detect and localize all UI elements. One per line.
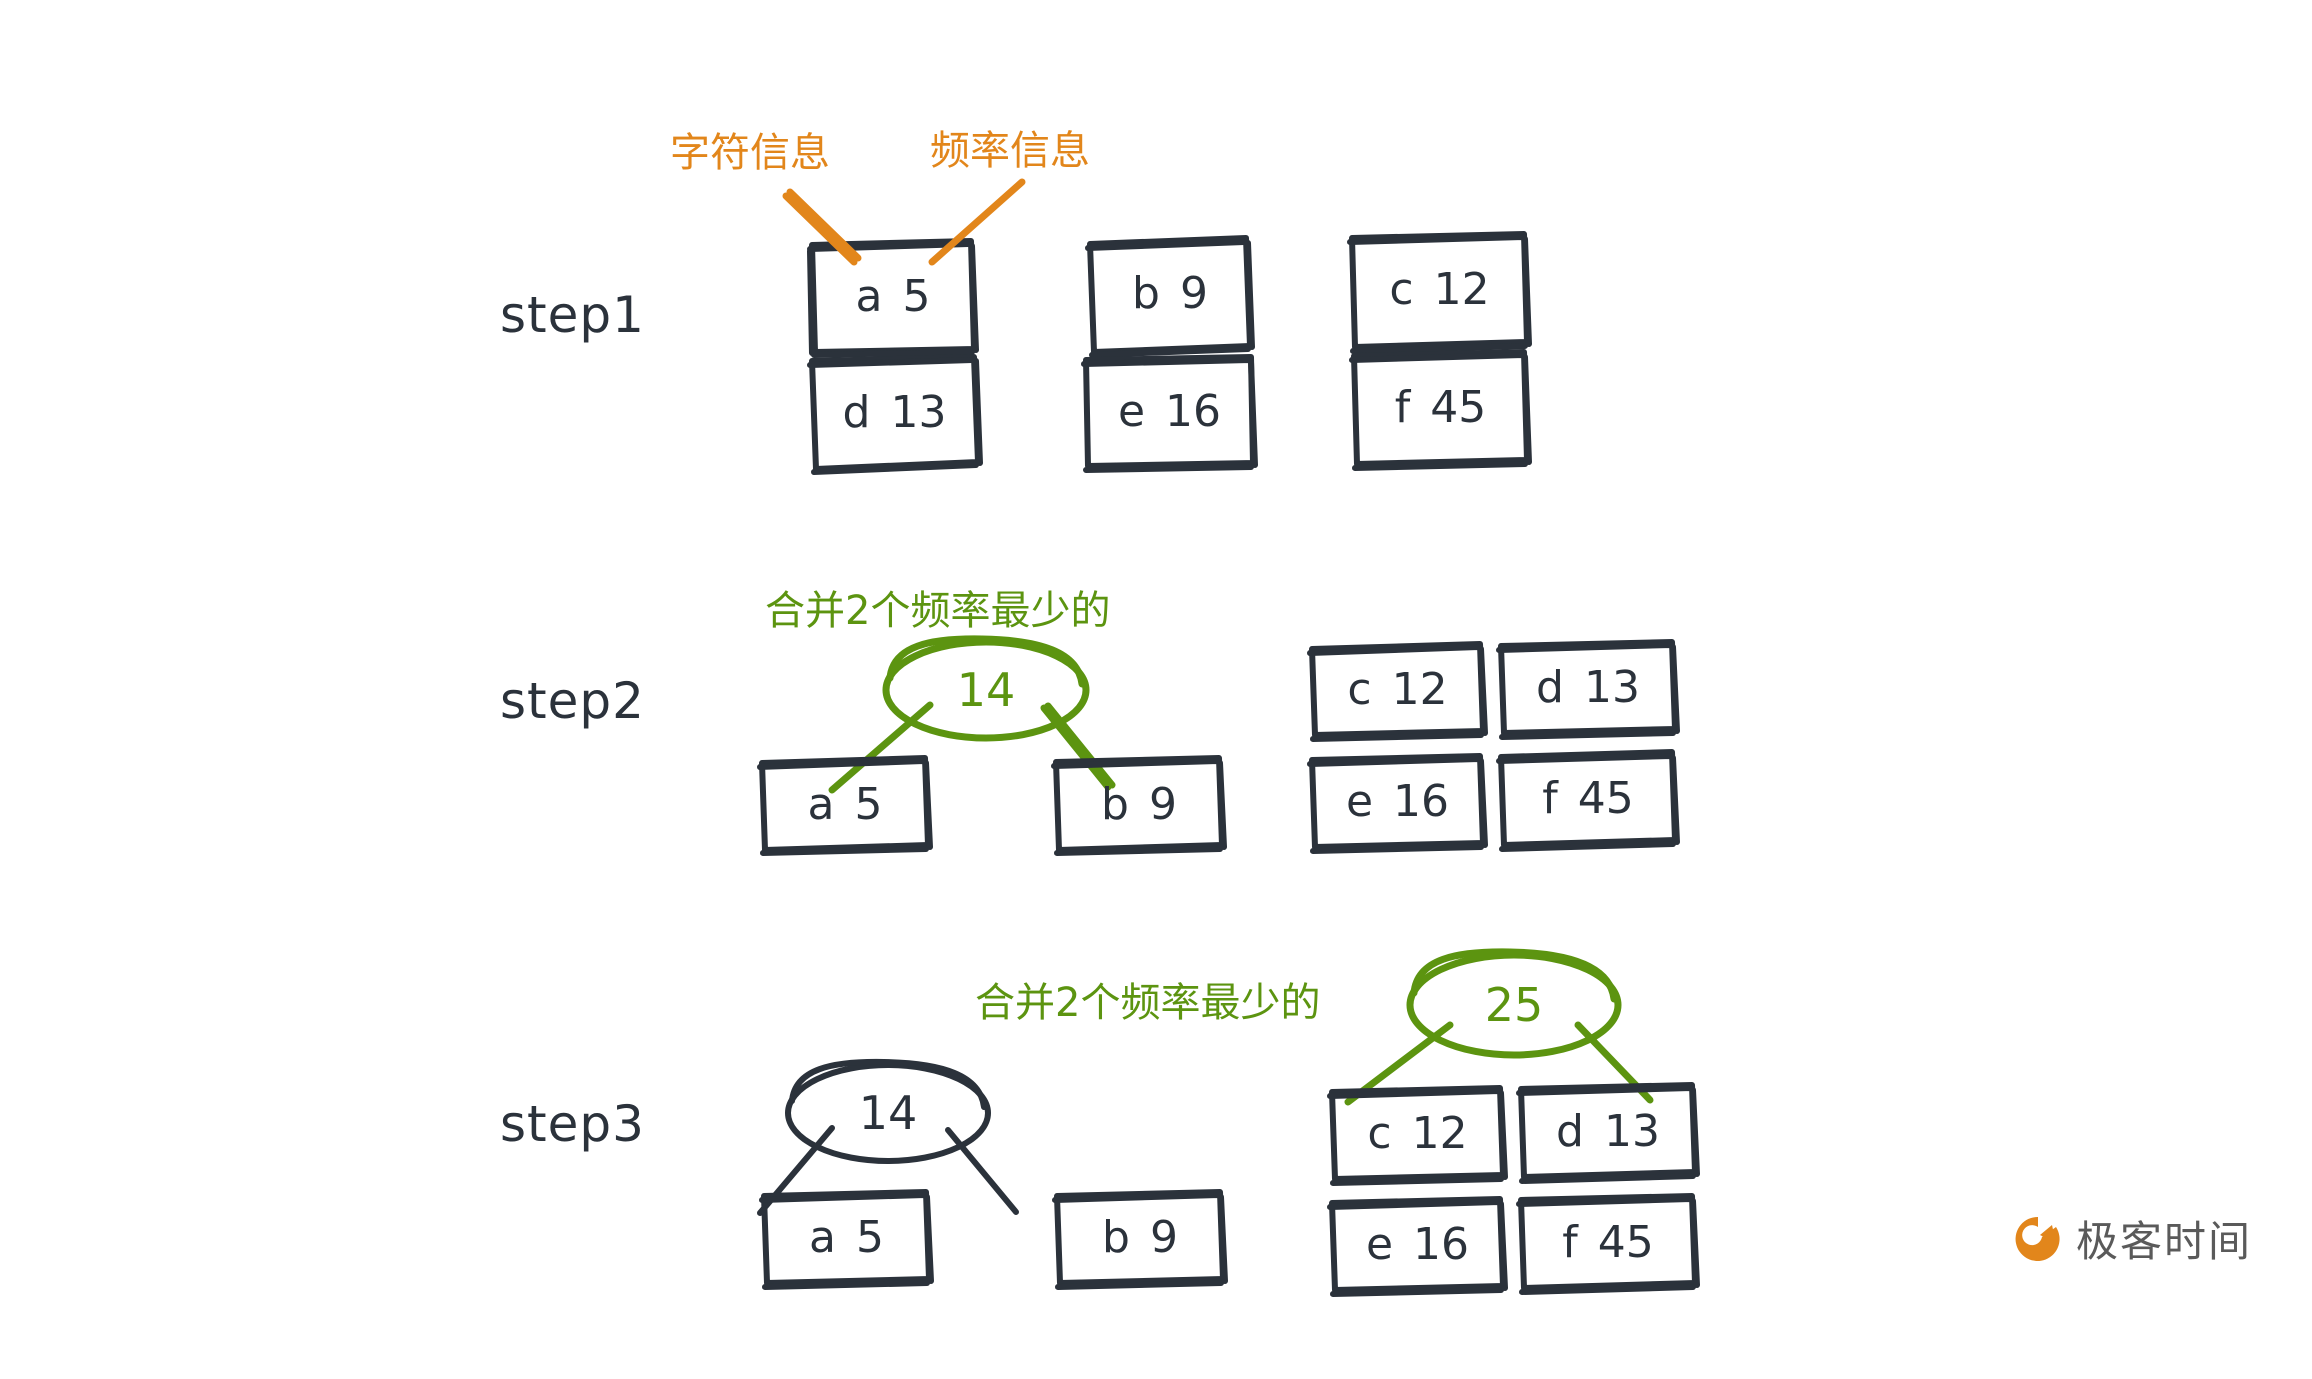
leaf-box-c-step2: c 12 (1312, 644, 1483, 735)
leaf-box-e-step3: e 16 (1332, 1199, 1503, 1290)
leaf-symbol: d (842, 387, 871, 438)
leaf-box-e-step2: e 16 (1312, 756, 1483, 847)
leaf-frequency: 13 (1603, 1105, 1660, 1157)
leaf-symbol: a (855, 271, 883, 322)
geektime-mark-icon (2012, 1213, 2064, 1265)
leaf-box-f: f 45 (1354, 352, 1527, 463)
leaf-symbol: e (1117, 386, 1146, 437)
leaf-box-a-step3: a 5 (764, 1192, 929, 1283)
leaf-frequency: 9 (1179, 268, 1208, 319)
annotation-frequency-info: 频率信息 (930, 128, 1090, 174)
tree-node-25-step3: 25 (1484, 978, 1544, 1032)
leaf-symbol: c (1347, 664, 1372, 715)
leaf-frequency: 9 (1149, 1212, 1178, 1263)
leaf-frequency: 5 (902, 271, 931, 322)
leaf-box-f-step3: f 45 (1521, 1196, 1695, 1288)
step-label-2: step2 (500, 672, 645, 730)
leaf-box-c-step3: c 12 (1332, 1088, 1503, 1179)
leaf-box-d-step3: d 13 (1521, 1085, 1695, 1177)
leaf-box-d: d 13 (812, 357, 977, 468)
leaf-symbol: d (1556, 1105, 1584, 1157)
leaf-frequency: 16 (1413, 1219, 1470, 1270)
leaf-box-a-step2: a 5 (762, 758, 928, 850)
leaf-frequency: 45 (1430, 382, 1487, 433)
leaf-symbol: e (1365, 1219, 1394, 1270)
leaf-frequency: 9 (1148, 778, 1177, 830)
leaf-box-c: c 12 (1352, 234, 1527, 345)
leaf-symbol: e (1345, 776, 1374, 827)
leaf-box-a: a 5 (812, 241, 974, 352)
leaf-frequency: 45 (1577, 773, 1634, 824)
leaf-box-b: b 9 (1090, 238, 1250, 349)
leaf-symbol: c (1389, 264, 1414, 315)
leaf-symbol: b (1132, 268, 1160, 319)
leaf-symbol: f (1394, 382, 1411, 433)
annotation-character-info: 字符信息 (670, 130, 830, 176)
leaf-frequency: 16 (1393, 776, 1450, 827)
leaf-box-d-step2: d 13 (1501, 642, 1675, 733)
leaf-box-b-step2: b 9 (1056, 758, 1222, 850)
leaf-box-b-step3: b 9 (1057, 1192, 1223, 1283)
leaf-frequency: 13 (890, 387, 947, 438)
leaf-frequency: 12 (1391, 664, 1448, 715)
brand-logo: 极客时间 (2012, 1208, 2252, 1269)
leaf-frequency: 16 (1165, 386, 1222, 437)
tree-node-14-step3: 14 (858, 1086, 918, 1140)
leaf-frequency: 13 (1583, 662, 1640, 713)
leaf-symbol: b (1102, 1212, 1130, 1263)
leaf-symbol: a (809, 1212, 836, 1263)
leaf-symbol: f (1542, 773, 1558, 824)
leaf-box-e: e 16 (1086, 357, 1253, 466)
tree-node-14-step2: 14 (956, 663, 1016, 717)
leaf-symbol: d (1536, 662, 1564, 713)
leaf-symbol: c (1367, 1108, 1392, 1159)
leaf-symbol: b (1101, 778, 1129, 830)
leaf-frequency: 12 (1433, 264, 1490, 315)
annotation-merge-two-smallest-step2: 合并2个频率最少的 (765, 588, 1111, 634)
leaf-symbol: f (1562, 1216, 1578, 1268)
leaf-frequency: 5 (855, 1212, 884, 1263)
leaf-frequency: 12 (1411, 1108, 1468, 1159)
geektime-wordmark: 极客时间 (2076, 1217, 2253, 1266)
leaf-frequency: 45 (1597, 1216, 1654, 1268)
leaf-box-f-step2: f 45 (1501, 752, 1675, 845)
leaf-symbol: a (807, 778, 835, 830)
leaf-frequency: 5 (854, 778, 883, 830)
step-label-1: step1 (500, 286, 645, 344)
step-label-3: step3 (500, 1095, 645, 1153)
annotation-merge-two-smallest-step3: 合并2个频率最少的 (975, 980, 1321, 1026)
